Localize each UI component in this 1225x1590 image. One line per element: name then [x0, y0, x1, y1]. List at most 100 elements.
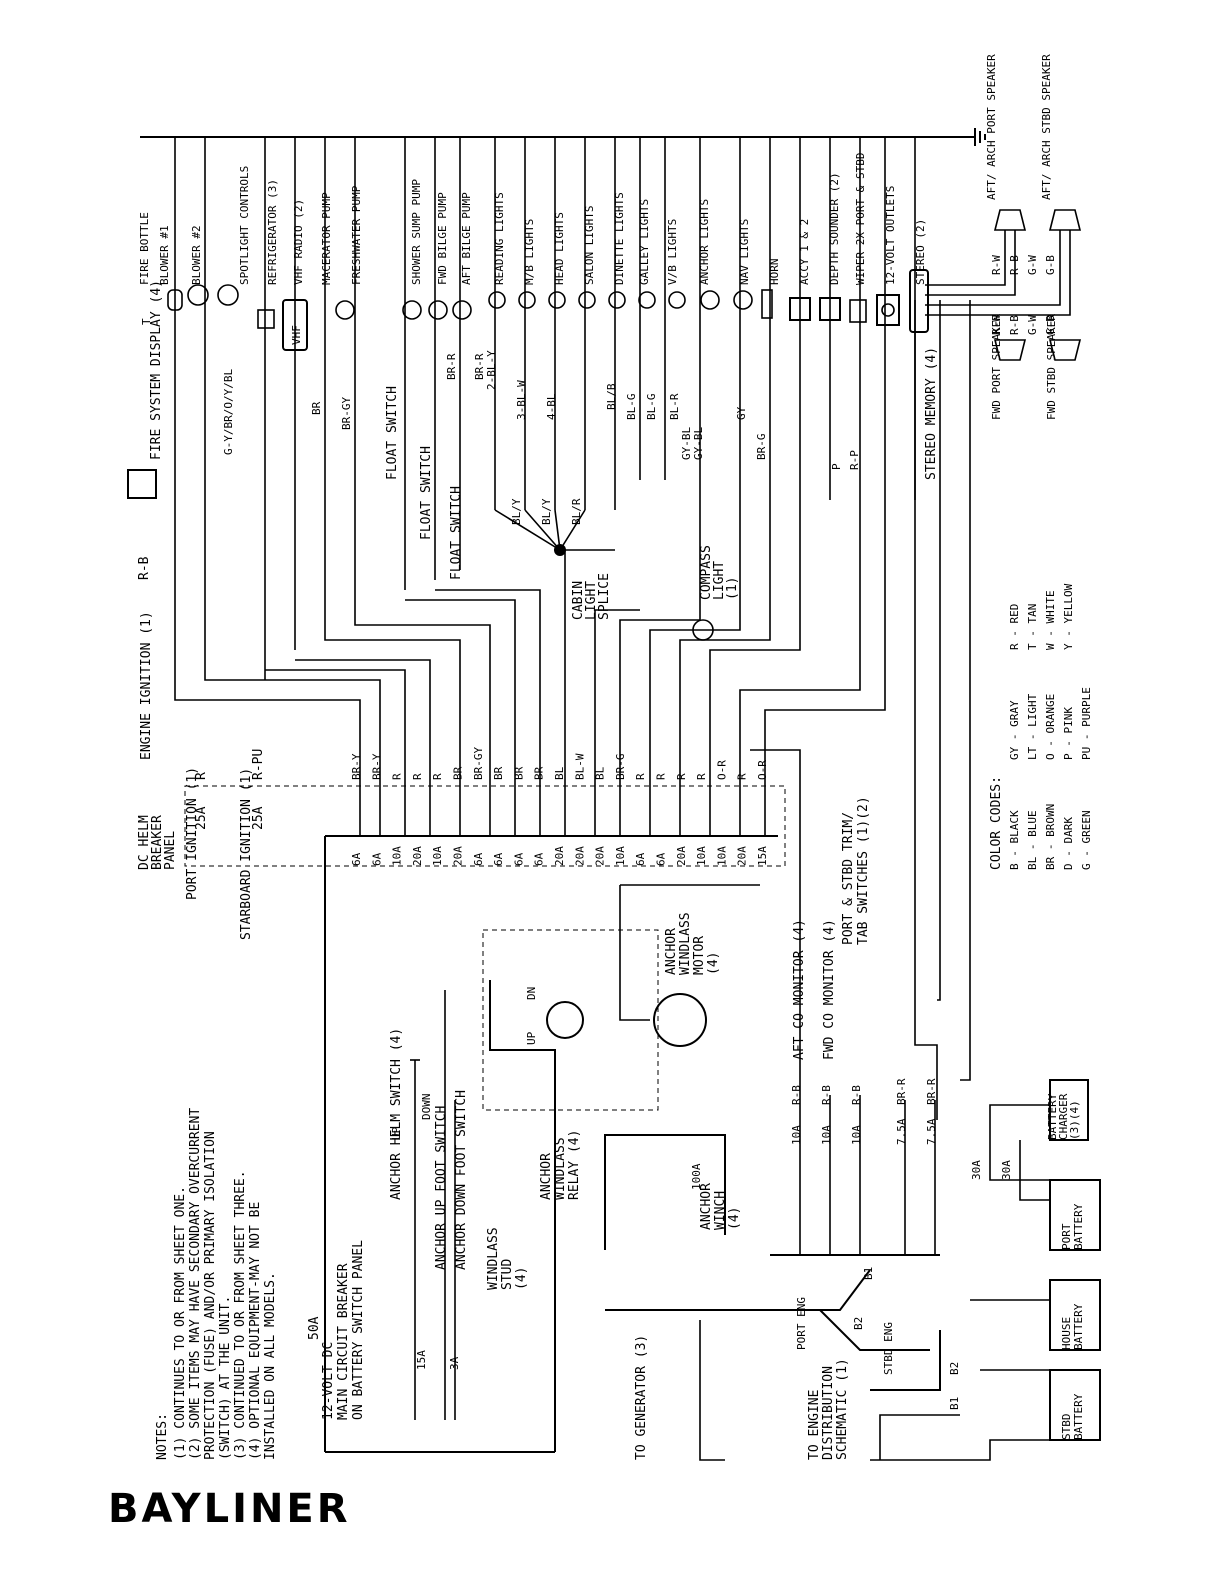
breaker-wire-15: R	[655, 773, 668, 780]
load-label-9: FWD BILGE PUMP	[436, 192, 449, 285]
breaker-wire-3: R	[411, 773, 424, 780]
stbd-ignition-wire: R-PU	[251, 749, 266, 780]
house-battery-label-line-1: BATTERY	[1072, 1303, 1085, 1350]
speaker-wire-top-1: R-B	[1008, 255, 1021, 275]
breaker-amp-18: 10A	[715, 846, 728, 866]
wire-label-top-6: 3-BL-W	[515, 380, 528, 420]
anchor-helm-switch: ANCHOR HELM SWITCH (4)	[389, 1028, 404, 1200]
anchor-up-wire: UP	[390, 1126, 403, 1140]
breaker-wire-4: R	[431, 773, 444, 780]
stbd-ignition-label: STARBOARD IGNITION (1)	[239, 768, 254, 940]
float-switch-1: FLOAT SWITCH	[385, 386, 400, 480]
breaker-wire-12: BL	[594, 766, 607, 780]
load-label-0: FIRE BOTTLE	[138, 212, 151, 285]
note-line-3: (SWITCH) AT THE UNIT.	[218, 1296, 233, 1460]
cabin-light-splice-line-0: CABIN	[571, 581, 586, 620]
main-breaker-label-line-1: MAIN CIRCUIT BREAKER	[336, 1263, 351, 1420]
load-label-24: 12-VOLT OUTLETS	[884, 186, 897, 285]
note-line-6: INSTALLED ON ALL MODELS.	[263, 1272, 278, 1460]
load-icons: VHF	[127, 209, 1082, 641]
port-ignition-amp: 25A	[194, 806, 209, 830]
bottom-fuse-amp-3: 7.5A	[895, 1118, 908, 1145]
wire-label-top-18: T	[140, 318, 153, 325]
load-label-21: ACCY 1 & 2	[798, 219, 811, 285]
b2-label-right: B2	[948, 1362, 961, 1375]
vhf-label: VHF	[290, 325, 303, 345]
anchor-winch-label-line-0: ANCHOR	[699, 1183, 714, 1230]
main-breaker-label-line-2: ON BATTERY SWITCH PANEL	[351, 1240, 366, 1420]
compass-light-label-line-1: LIGHT	[712, 561, 727, 600]
bottom-fuse-amp-4: 7.5A	[925, 1118, 938, 1145]
anchor-relay-label-line-0: ANCHOR	[539, 1153, 554, 1200]
horn-icon	[761, 289, 773, 319]
speaker-wire-top-2: G-W	[1026, 255, 1039, 275]
port-eng-label: PORT ENG	[795, 1297, 808, 1350]
stereo-icon	[909, 269, 929, 333]
anchor-motor-label-line-3: (4)	[706, 952, 721, 975]
wire-label-top-7: 4-BL	[545, 393, 558, 420]
breaker-amp-8: 6A	[512, 852, 525, 866]
aft-port-speaker: AFT/ ARCH PORT SPEAKER	[985, 54, 998, 200]
breaker-wire-6: BR-GY	[472, 747, 485, 780]
aft-stbd-speaker: AFT/ ARCH STBD SPEAKER	[1040, 54, 1053, 200]
breaker-wire-1: BR-Y	[370, 753, 383, 780]
bottom-fuse-wire-2: R-B	[850, 1085, 863, 1105]
anchor-up-fuse-amp: 15A	[415, 1350, 428, 1370]
helm-panel-title-line-0: DC HELM	[137, 815, 152, 870]
compass-light-icon	[692, 619, 714, 641]
color-code-lt: LT - LIGHT	[1026, 693, 1039, 760]
wiring-lines	[140, 128, 1101, 1461]
ground-symbol-top	[974, 128, 986, 146]
color-code-w: W - WHITE	[1044, 590, 1057, 650]
helm-panel-title-line-1: BREAKER	[150, 815, 165, 870]
breaker-wire-11: BL-W	[573, 753, 586, 780]
load-label-15: DINETTE LIGHTS	[613, 192, 626, 285]
breaker-amp-17: 10A	[695, 846, 708, 866]
main-breaker-amp: 50A	[307, 1316, 322, 1340]
wire-label-top-12: GY-BL	[680, 427, 693, 460]
breaker-wire-7: BR	[492, 766, 505, 780]
color-codes-heading: COLOR CODES:	[989, 776, 1004, 870]
color-code-r: R - RED	[1008, 604, 1021, 650]
breaker-amp-2: 10A	[391, 846, 404, 866]
load-label-8: SHOWER SUMP PUMP	[410, 179, 423, 285]
b1-label-top: B1	[862, 1267, 875, 1280]
light-icons	[488, 290, 753, 310]
wire-label-top-8: BL/B	[605, 383, 618, 410]
breaker-wire-14: R	[634, 773, 647, 780]
load-label-23: WIPER 2X PORT & STBD	[854, 153, 867, 285]
speaker-wire-top-0: R-W	[990, 255, 1003, 275]
bottom-fuse-wire-1: R-B	[820, 1085, 833, 1105]
wire-label-top-16: P	[830, 463, 843, 470]
load-label-16: GALLEY LIGHTS	[638, 199, 651, 285]
engine-distribution-label-line-0: TO ENGINE	[807, 1390, 822, 1460]
breaker-amp-9: 6A	[533, 852, 546, 866]
load-label-13: HEAD LIGHTS	[553, 212, 566, 285]
load-label-10: AFT BILGE PUMP	[460, 192, 473, 285]
anchor-down-wire: DOWN	[420, 1094, 433, 1121]
color-code-y: Y - YELLOW	[1062, 583, 1075, 650]
bottom-fuse-amp-1: 10A	[820, 1125, 833, 1145]
load-label-20: HORN	[768, 259, 781, 286]
relay-up-label: UP	[525, 1031, 538, 1045]
color-code-t: T - TAN	[1026, 604, 1039, 650]
color-code-p: P - PINK	[1062, 707, 1075, 760]
fire-display-icon	[127, 469, 157, 499]
note-line-1: (2) SOME ITEMS MAY HAVE SECONDARY OVERCU…	[188, 1108, 203, 1460]
splice-wire-1: BL/Y	[540, 498, 553, 525]
anchor-winch-label-line-1: WINCH	[713, 1191, 728, 1230]
speaker-wire-top-3: G-B	[1044, 255, 1057, 275]
color-code-pu: PU - PURPLE	[1080, 687, 1093, 760]
wiper-icon	[849, 299, 867, 323]
b2-label-left: B2	[852, 1317, 865, 1330]
load-label-1: BLOWER #1	[158, 225, 171, 285]
cabin-light-splice-line-2: SPLICE	[597, 573, 612, 620]
b1-label-bottom: B1	[948, 1397, 961, 1410]
wire-label-top-13: GY-BL	[692, 427, 705, 460]
load-label-6: MACERATOR PUMP	[320, 192, 333, 285]
anchor-motor-label-line-2: MOTOR	[692, 936, 707, 975]
color-code-bl: BL - BLUE	[1026, 810, 1039, 870]
breaker-wire-17: R	[695, 773, 708, 780]
breaker-amp-7: 6A	[492, 852, 505, 866]
breaker-amp-0: 6A	[350, 852, 363, 866]
